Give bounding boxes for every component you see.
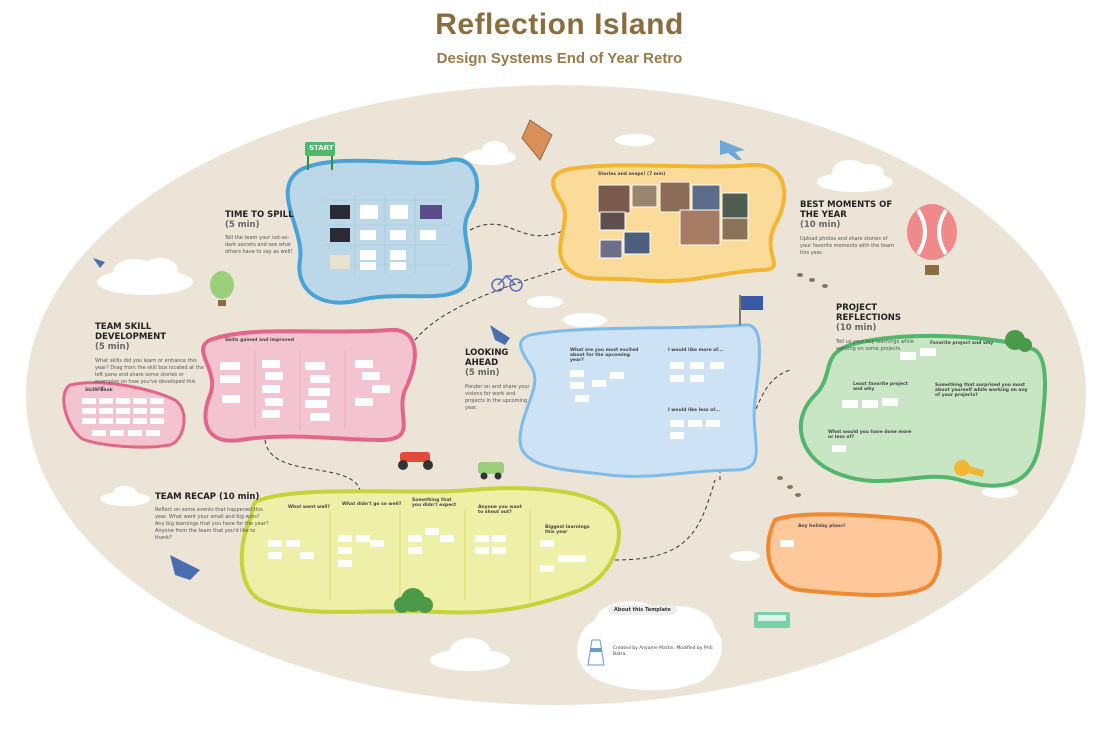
team-skill-time: (5 min) <box>95 342 130 353</box>
project-cards <box>832 348 936 452</box>
team-recap-desc: Reflect on some events that happened thi… <box>155 507 269 542</box>
cloud-icon <box>97 134 1018 671</box>
looking-ahead-q3: I would like less of... <box>668 408 721 413</box>
skills-bank-cards <box>82 398 164 436</box>
dashed-path <box>264 223 791 561</box>
team-skill-label: TEAM SKILL DEVELOPMENT (5 min) What skil… <box>95 322 205 393</box>
motorbike-icon <box>398 452 433 470</box>
looking-ahead-title: LOOKING AHEAD <box>465 348 509 369</box>
recap-col-0: What went well? <box>288 505 330 510</box>
header: Reflection Island Design Systems End of … <box>0 8 1119 67</box>
time-to-spill-grid <box>325 195 450 275</box>
time-to-spill-time: (5 min) <box>225 220 260 231</box>
checkered-flag-icon <box>739 295 763 325</box>
holiday-pond <box>766 512 942 597</box>
plant-icon <box>394 330 1032 613</box>
team-skill-title: TEAM SKILL DEVELOPMENT <box>95 322 166 343</box>
time-to-spill-pond <box>285 157 480 305</box>
time-to-spill-title: TIME TO SPILL <box>225 210 294 220</box>
about-cloud <box>577 601 722 691</box>
start-sign-icon <box>305 142 335 170</box>
looking-ahead-q2: I would like more of... <box>668 348 724 353</box>
skill-cards <box>220 360 390 421</box>
project-reflections-label: PROJECT REFLECTIONS (10 min) Tell us you… <box>836 303 931 353</box>
recap-col-3: Anyone you want to shout out? <box>478 505 522 515</box>
project-q3: Something that surprised you most about … <box>935 383 1028 398</box>
team-recap-pond <box>239 486 621 615</box>
project-reflections-desc: Tell us your key learnings while working… <box>836 338 914 352</box>
skills-bank-header: Skills Bank <box>85 388 113 393</box>
time-to-spill-label: TIME TO SPILL (5 min) Tell the team your… <box>225 210 295 256</box>
holiday-title: Any holiday plans? <box>798 524 846 529</box>
kite-icon <box>521 119 553 161</box>
project-q2: Least favorite project and why <box>853 382 908 392</box>
telescope-icon <box>954 460 985 477</box>
looking-ahead-time: (5 min) <box>465 368 500 379</box>
project-reflections-time: (10 min) <box>836 323 877 334</box>
team-recap-title: TEAM RECAP (10 min) <box>155 492 260 502</box>
lighthouse-icon <box>587 639 605 666</box>
page-title: Reflection Island <box>435 8 684 41</box>
recap-col-2: Something that you didn't expect <box>412 498 457 508</box>
best-moments-time: (10 min) <box>800 220 841 231</box>
bicycle-icon <box>491 274 523 292</box>
recap-columns <box>329 510 531 600</box>
time-to-spill-desc: Tell the team your not-so-dark secrets a… <box>225 235 293 256</box>
looking-ahead-q1: What are you most excited about for the … <box>570 348 639 363</box>
about-template-button[interactable]: About this Template <box>608 605 677 615</box>
footprints-icon <box>777 273 828 497</box>
project-q4: What would you have done more or less of… <box>828 430 912 440</box>
best-moments-desc: Upload photos and share stories of your … <box>800 235 894 256</box>
looking-ahead-label: LOOKING AHEAD (5 min) Ponder on and shar… <box>465 348 535 412</box>
best-moments-label: BEST MOMENTS OF THE YEAR (10 min) Upload… <box>800 200 895 257</box>
project-q1: Favorite project and why <box>930 341 994 346</box>
bus-icon <box>754 612 790 628</box>
hot-air-balloon-icon <box>907 204 957 275</box>
template-credit: Created by Anyame Martin. Modified by Pr… <box>613 646 713 658</box>
team-skill-header: Skills gained and improved <box>225 338 294 343</box>
team-skill-desc: What skills did you learn or enhance thi… <box>95 357 204 392</box>
project-reflections-pond <box>798 333 1047 488</box>
recap-col-4: Biggest learnings this year <box>545 525 590 535</box>
page-subtitle: Design Systems End of Year Retro <box>436 50 683 67</box>
small-balloon-icon <box>210 271 234 306</box>
project-reflections-title: PROJECT REFLECTIONS <box>836 303 902 324</box>
looking-ahead-desc: Ponder on and share your visions for wor… <box>465 383 530 411</box>
photo-grid <box>597 181 749 259</box>
looking-ahead-cards <box>570 362 724 439</box>
airplane-icon <box>720 140 745 160</box>
recap-cards <box>268 528 586 572</box>
skill-columns <box>254 350 346 430</box>
holiday-card <box>780 540 794 547</box>
best-moments-title: BEST MOMENTS OF THE YEAR <box>800 200 893 221</box>
team-recap-label: TEAM RECAP (10 min) Reflect on some even… <box>155 492 270 542</box>
recap-col-1: What didn't go so well? <box>342 502 402 507</box>
team-skill-pond <box>201 327 417 443</box>
best-moments-header: Stories and snaps! (7 min) <box>598 172 666 177</box>
car-icon <box>478 462 504 480</box>
time-to-spill-cells <box>330 205 442 270</box>
bird-icon <box>93 258 510 580</box>
start-label: START <box>309 144 334 152</box>
